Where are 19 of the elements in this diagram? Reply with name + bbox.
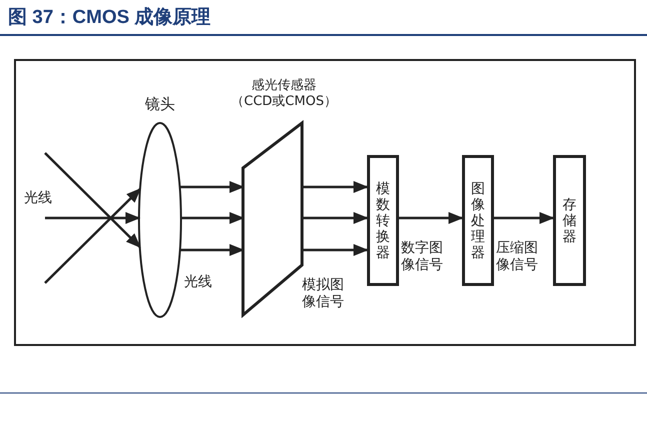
process-box [553,155,586,286]
process-box [367,155,399,286]
arrow [302,181,368,193]
light-ray [44,152,141,248]
node-heading: 感光传感器（CCD或CMOS） [230,78,338,110]
box-label: 图像处理器 [470,180,486,260]
edge-label: 光线 [24,190,54,207]
edge-label: 光线 [184,274,214,291]
light-ray [45,212,140,224]
arrow [302,212,368,224]
light-ray [44,188,142,284]
node-heading: 镜头 [144,96,176,112]
arrow [302,244,368,256]
process-box [462,155,494,286]
title: 图 37：CMOS 成像原理 [8,6,211,30]
box-label: 存储器 [562,196,577,244]
box-label: 模数转换器 [376,180,390,260]
arrow [494,212,554,224]
arrow [399,212,464,224]
